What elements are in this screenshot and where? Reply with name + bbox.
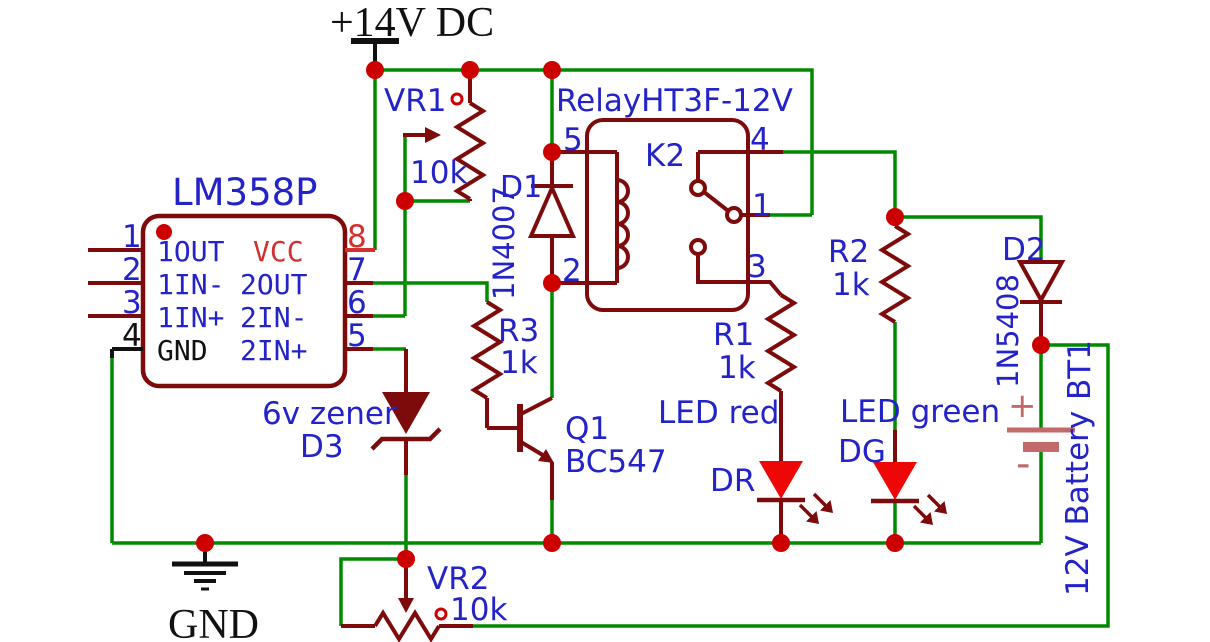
vr2-ref-label: VR2 <box>427 561 489 597</box>
ic-pin-number-8: 8 <box>347 219 367 255</box>
r2-ref-label: R2 <box>828 234 869 270</box>
vr1-ref-label: VR1 <box>384 83 446 119</box>
r2-resistor: R2 1k <box>828 217 912 324</box>
relay-coil <box>552 150 630 285</box>
battery-bt1: + - BT1 12V Battery <box>1007 340 1098 596</box>
ic-pin-number-6: 6 <box>347 285 367 321</box>
d3-ref-label: D3 <box>300 429 344 465</box>
ic-label-2out: 2OUT <box>240 268 308 301</box>
r1-resistor: R1 1k <box>713 293 798 461</box>
vr1-wiper-arrow <box>425 127 441 143</box>
q1-transistor: Q1 BC547 <box>517 396 667 500</box>
ic-label-1in-plus: 1IN+ <box>157 301 224 334</box>
ic-pin-number-4: 4 <box>122 318 142 354</box>
r1-value-label: 1k <box>718 350 756 386</box>
r3-resistor: R3 1k <box>470 300 539 430</box>
power-flag: +14V DC <box>330 0 494 70</box>
relay-pin1-number: 1 <box>752 188 772 224</box>
ic-label-2in-minus: 2IN- <box>240 301 307 334</box>
r1-ref-label: R1 <box>713 317 754 353</box>
battery-plus-sign: + <box>1008 386 1037 426</box>
battery-minus-sign: - <box>1016 441 1030 487</box>
ic-label-1in-minus: 1IN- <box>157 268 224 301</box>
d3-zener-diode: 6v zener D3 <box>262 349 442 475</box>
relay-pin4-number: 4 <box>750 122 770 158</box>
ic-pin-number-7: 7 <box>347 252 367 288</box>
vr2-wiper-arrow <box>398 598 414 613</box>
vr1-wiper-ring <box>450 92 464 106</box>
wire-node-d2 <box>895 215 1043 260</box>
d2-part-label: 1N5408 <box>991 274 1025 388</box>
d1-ref-label: D1 <box>500 170 542 205</box>
vr1-potentiometer: VR1 10k <box>384 70 487 201</box>
vr2-wiper-ring <box>434 607 448 621</box>
ic-pin-number-1: 1 <box>122 219 142 255</box>
wire-pin4-r2 <box>783 150 897 217</box>
led-green-ref-label: DG <box>838 434 886 470</box>
relay-ref-label: K2 <box>645 138 685 174</box>
led-red-ref-label: DR <box>710 463 755 499</box>
ic-label-1out: 1OUT <box>157 235 225 268</box>
ground-label: GND <box>168 602 259 642</box>
r3-value-label: 1k <box>500 345 538 381</box>
d3-desc-label: 6v zener <box>262 396 397 432</box>
d2-diode: D2 1N5408 <box>991 232 1066 388</box>
ic-pin1-marker <box>156 224 172 240</box>
wire-battery-vr2-loop <box>473 343 1110 628</box>
r2-value-label: 1k <box>832 267 870 303</box>
ic-pin-number-5: 5 <box>347 318 367 354</box>
battery-ref-label: BT1 <box>1062 340 1098 400</box>
vr2-value-label: 10k <box>450 592 507 628</box>
relay-contacts <box>689 150 783 297</box>
ic-pin-number-3: 3 <box>122 285 142 321</box>
wire-vr2-left-loop <box>339 557 406 626</box>
q1-ref-label: Q1 <box>565 411 609 447</box>
wire-vr1-to-pin6 <box>373 135 470 318</box>
ic-name-label: LM358P <box>172 171 317 214</box>
ic-label-2in-plus: 2IN+ <box>240 334 307 367</box>
relay-pin2-number: 2 <box>562 253 582 289</box>
r3-ref-label: R3 <box>498 313 539 349</box>
vr1-value-label: 10k <box>410 155 467 191</box>
led-green-desc-label: LED green <box>840 394 1000 430</box>
wire-top-rail <box>375 68 814 215</box>
wire-pin7-r3 <box>373 281 489 302</box>
q1-part-label: BC547 <box>565 444 667 480</box>
d1-diode: D1 1N4007 <box>487 152 577 300</box>
d1-part-label: 1N4007 <box>487 186 521 300</box>
relay-pin5-number: 5 <box>563 122 583 158</box>
ic-label-vcc: VCC <box>253 235 304 268</box>
ic-pin-number-2: 2 <box>122 252 142 288</box>
ic-label-gnd: GND <box>157 334 208 367</box>
battery-desc-label: 12V Battery <box>1060 411 1096 596</box>
junction-dots <box>196 61 1050 568</box>
led-red-desc-label: LED red <box>658 395 779 431</box>
ic-lm358p: LM358P 1 2 3 4 8 7 6 5 1OUT 1IN- 1IN+ GN… <box>88 171 375 389</box>
led-red-dr: LED red DR <box>658 395 835 543</box>
relay-pin3-number: 3 <box>747 249 767 285</box>
relay-name-label: RelayHT3F-12V <box>556 83 793 119</box>
vr2-potentiometer: VR2 10k <box>341 561 507 642</box>
d2-ref-label: D2 <box>1002 232 1046 268</box>
led-green-dg: LED green DG <box>838 394 1000 527</box>
relay-k2: RelayHT3F-12V K2 5 4 2 1 3 <box>552 83 793 312</box>
q1-emitter-arrow <box>538 449 554 463</box>
wires <box>110 68 1110 628</box>
